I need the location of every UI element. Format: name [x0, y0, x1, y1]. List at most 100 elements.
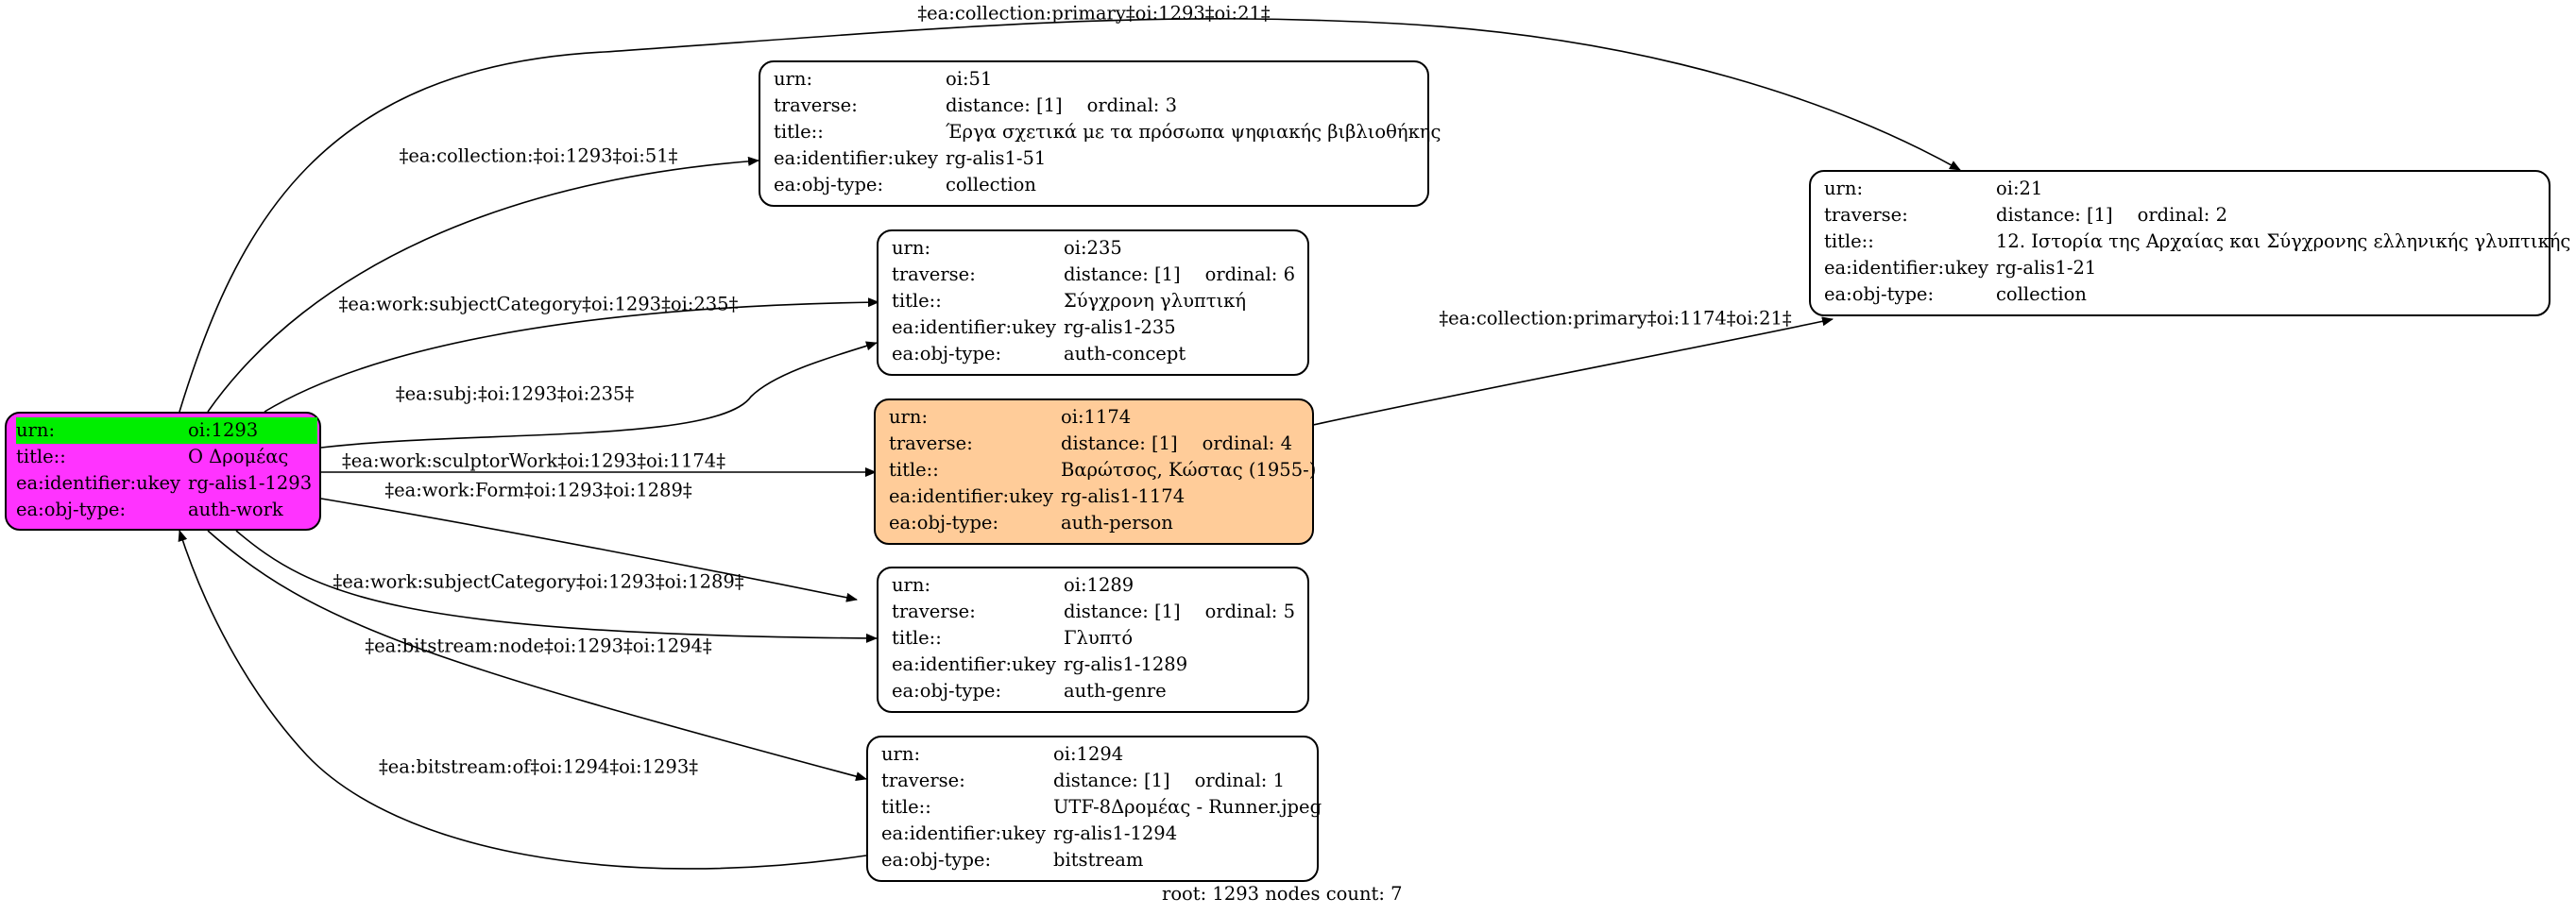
node-value: collection	[1996, 283, 2087, 305]
node-value: oi:1293	[188, 419, 259, 441]
node-oi-1174[interactable]: urn:oi:1174 traverse:distance: [1]ordina…	[874, 398, 1316, 545]
node-value: distance: [1]	[1996, 204, 2113, 226]
node-value: oi:1294	[1053, 743, 1124, 765]
edge-1293-235-subjectcategory	[264, 297, 879, 413]
node-ordinal: ordinal: 6	[1204, 263, 1295, 285]
node-key: ea:identifier:ukey	[889, 485, 1053, 507]
node-value: collection	[946, 174, 1036, 195]
edge-label: ‡ea:work:Form‡oi:1293‡oi:1289‡	[384, 479, 692, 501]
node-value: Έργα σχετικά με τα πρόσωπα ψηφιακής βιβλ…	[946, 121, 1442, 143]
node-key: title::	[16, 446, 66, 467]
node-value: oi:235	[1064, 237, 1122, 259]
edge-1293-51	[207, 156, 759, 413]
node-key: traverse:	[892, 601, 976, 622]
node-ordinal: ordinal: 5	[1204, 601, 1295, 622]
node-key: urn:	[16, 419, 56, 441]
node-key: ea:identifier:ukey	[892, 316, 1056, 338]
node-value: rg-alis1-1293	[188, 472, 313, 494]
node-ordinal: ordinal: 2	[2137, 204, 2227, 226]
node-key: traverse:	[1824, 204, 1908, 226]
node-value: oi:21	[1996, 178, 2043, 199]
node-key: urn:	[892, 237, 931, 259]
node-key: title::	[889, 459, 939, 481]
edge-1293-21	[179, 18, 1961, 413]
edge-1174-21	[1312, 316, 1834, 426]
node-key: ea:identifier:ukey	[774, 147, 938, 169]
node-value: distance: [1]	[1053, 770, 1170, 791]
node-key: ea:obj-type:	[892, 680, 1002, 702]
graph-footer: root: 1293 nodes count: 7	[1162, 883, 1403, 905]
node-key: ea:obj-type:	[16, 499, 127, 520]
node-value: Σύγχρονη γλυπτική	[1064, 290, 1247, 312]
node-key: ea:obj-type:	[774, 174, 884, 195]
edge-1293-1289-form	[320, 498, 858, 602]
node-ordinal: ordinal: 3	[1086, 94, 1177, 116]
edge-1293-235-subj	[320, 341, 878, 449]
node-key: title::	[774, 121, 824, 143]
node-urn-row: urn: oi:1293	[16, 417, 318, 444]
node-key: urn:	[774, 68, 813, 90]
node-key: title::	[1824, 230, 1874, 252]
node-key: ea:identifier:ukey	[892, 653, 1056, 675]
edge-1294-1293	[178, 530, 867, 870]
node-key: title::	[892, 290, 942, 312]
node-key: ea:identifier:ukey	[881, 822, 1046, 844]
edge-label: ‡ea:bitstream:node‡oi:1293‡oi:1294‡	[365, 635, 712, 657]
node-value: rg-alis1-21	[1996, 257, 2097, 279]
node-value: Βαρώτσος, Κώστας (1955-)	[1061, 459, 1317, 481]
node-key: traverse:	[892, 263, 976, 285]
node-value: auth-genre	[1064, 680, 1167, 702]
node-value: 12. Ιστορία της Αρχαίας και Σύγχρονης ελ…	[1996, 230, 2571, 252]
node-key: urn:	[889, 406, 929, 428]
edge-label: ‡ea:bitstream:of‡oi:1294‡oi:1293‡	[379, 755, 698, 778]
node-key: ea:obj-type:	[892, 343, 1002, 364]
node-value: rg-alis1-51	[946, 147, 1047, 169]
node-value: auth-work	[188, 499, 283, 520]
node-key: ea:obj-type:	[881, 849, 992, 871]
node-value: distance: [1]	[1061, 432, 1178, 454]
node-ordinal: ordinal: 1	[1194, 770, 1285, 791]
edge-label: ‡ea:work:subjectCategory‡oi:1293‡oi:235‡	[338, 293, 739, 315]
node-key: title::	[881, 796, 931, 818]
node-value: oi:1289	[1064, 574, 1134, 596]
edge-label: ‡ea:collection:primary‡oi:1293‡oi:21‡	[917, 2, 1271, 25]
node-key: traverse:	[774, 94, 858, 116]
node-value: rg-alis1-1294	[1053, 822, 1178, 844]
node-oi-1289[interactable]: urn: oi:1289 traverse: distance: [1] ordina…	[877, 567, 1309, 713]
edge-1293-1294	[207, 530, 867, 781]
node-value: auth-concept	[1064, 343, 1186, 364]
node-key: traverse:	[889, 432, 973, 454]
node-value: rg-alis1-1174	[1061, 485, 1186, 507]
node-key: ea:obj-type:	[1824, 283, 1935, 305]
node-key: title::	[892, 627, 942, 649]
node-value: oi:51	[946, 68, 993, 90]
node-key: urn:	[1824, 178, 1864, 199]
node-key: traverse:	[881, 770, 965, 791]
node-key: ea:obj-type:	[889, 512, 999, 534]
node-value: Γλυπτό	[1064, 627, 1134, 649]
node-oi-51[interactable]: urn: oi:51 traverse: distance: [1] ordinal:…	[759, 60, 1441, 207]
node-key: urn:	[892, 574, 931, 596]
node-key: urn:	[881, 743, 921, 765]
edge-label: ‡ea:collection:primary‡oi:1174‡oi:21‡	[1439, 307, 1792, 330]
node-value: distance: [1]	[1064, 601, 1181, 622]
edge-1293-1289-subjectcategory	[235, 530, 878, 643]
node-key: ea:identifier:ukey	[1824, 257, 1988, 279]
node-value: Ο Δρομέας	[188, 446, 289, 467]
node-value: UTF-8Δρομέας - Runner.jpeg	[1053, 796, 1322, 818]
node-value: distance: [1]	[1064, 263, 1181, 285]
edge-label: ‡ea:work:subjectCategory‡oi:1293‡oi:1289…	[333, 570, 744, 593]
node-oi-1294[interactable]: urn: oi:1294 traverse: distance: [1] ordina…	[866, 736, 1322, 882]
edge-label: ‡ea:work:sculptorWork‡oi:1293‡oi:1174‡	[342, 449, 725, 472]
node-value: oi:1174	[1061, 406, 1132, 428]
node-value: rg-alis1-235	[1064, 316, 1176, 338]
node-value: bitstream	[1053, 849, 1144, 871]
node-key: ea:identifier:ukey	[16, 472, 180, 494]
node-value: rg-alis1-1289	[1064, 653, 1188, 675]
node-oi-235[interactable]: urn: oi:235 traverse: distance: [1] ordinal…	[877, 229, 1309, 376]
edge-label: ‡ea:collection:‡oi:1293‡oi:51‡	[399, 144, 678, 167]
node-oi-21[interactable]: urn: oi:21 traverse: distance: [1] ordinal:…	[1809, 170, 2570, 316]
node-value: distance: [1]	[946, 94, 1063, 116]
node-root-oi-1293[interactable]: urn: oi:1293 title:: Ο Δρομέας ea:identi…	[5, 412, 321, 531]
